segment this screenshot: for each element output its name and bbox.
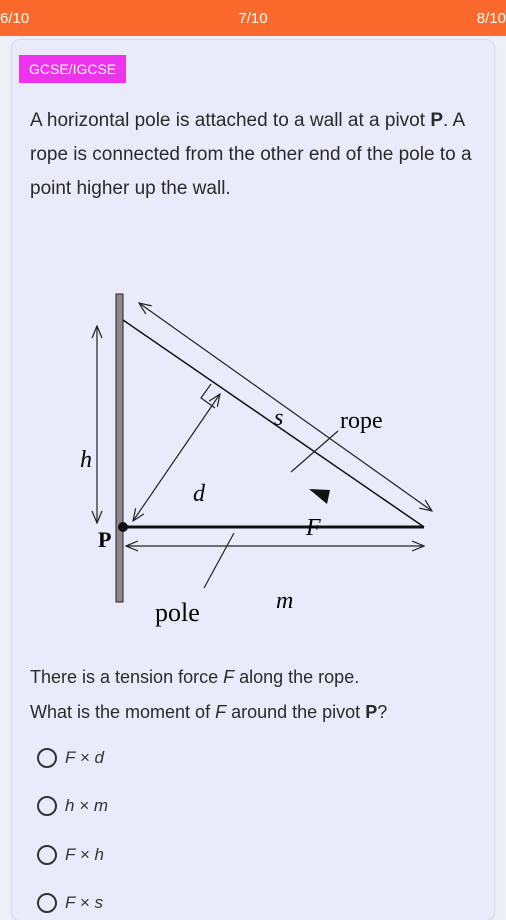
m-label: m bbox=[276, 588, 293, 614]
option-1[interactable]: F × d bbox=[37, 743, 104, 773]
option-3[interactable]: F × h bbox=[37, 840, 104, 870]
option-1-label: F × d bbox=[65, 748, 104, 767]
pole-rope-diagram: h s rope d F P m pole bbox=[80, 293, 494, 627]
pole-leader-line bbox=[203, 532, 235, 589]
level-badge: GCSE/IGCSE bbox=[19, 55, 127, 83]
P-label: P bbox=[98, 527, 111, 552]
right-angle-marker bbox=[200, 383, 216, 409]
h-label: h bbox=[80, 447, 92, 473]
question-text: A horizontal pole is attached to a wall … bbox=[30, 110, 472, 199]
previous-question-tab[interactable]: 6/10 bbox=[0, 10, 30, 27]
option-4[interactable]: F × s bbox=[37, 888, 103, 918]
wall bbox=[115, 293, 124, 603]
question-card: GCSE/IGCSE A horizontal pole is attached… bbox=[12, 40, 494, 920]
option-2-label: h × m bbox=[65, 796, 108, 815]
current-question-tab[interactable]: 7/10 bbox=[238, 10, 268, 27]
rope-label: rope bbox=[340, 408, 383, 434]
prompt-text: There is a tension force F along the rop… bbox=[30, 667, 388, 722]
option-3-label: F × h bbox=[65, 845, 104, 864]
pole-label: pole bbox=[155, 598, 200, 627]
option-2-radio[interactable] bbox=[37, 796, 57, 816]
force-arrowhead bbox=[309, 489, 330, 504]
d-arrow bbox=[133, 394, 220, 521]
question-nav-bar: 7/10 6/10 8/10 bbox=[0, 0, 506, 36]
F-label: F bbox=[305, 515, 321, 541]
option-2[interactable]: h × m bbox=[37, 791, 108, 821]
s-label: s bbox=[274, 405, 283, 431]
s-arrow bbox=[139, 303, 432, 511]
next-question-tab[interactable]: 8/10 bbox=[476, 10, 506, 27]
d-label: d bbox=[193, 481, 206, 507]
pivot-point bbox=[118, 522, 128, 532]
option-4-radio[interactable] bbox=[37, 893, 57, 913]
rope-leader-line bbox=[290, 430, 339, 473]
option-3-radio[interactable] bbox=[37, 845, 57, 865]
option-1-radio[interactable] bbox=[37, 748, 57, 768]
option-4-label: F × s bbox=[65, 893, 103, 912]
